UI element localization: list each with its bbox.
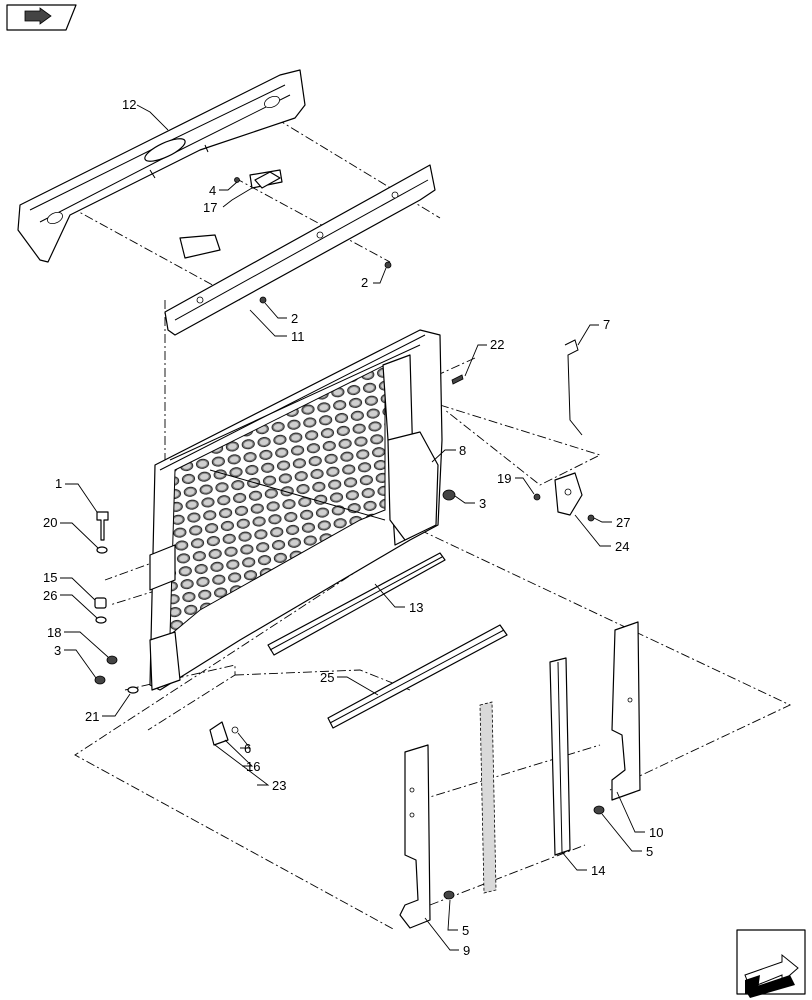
callout-6: 6 [244,741,251,756]
leader-lines [60,104,645,951]
washer-20 [96,546,108,554]
seal-strip-13 [267,552,446,656]
callout-9: 9 [463,943,470,958]
vertical-seal-rubber [479,701,497,894]
bracket-17 [254,171,281,189]
callout-21: 21 [85,709,99,724]
screw-22 [451,374,464,385]
side-panel-10 [611,621,641,801]
latch-24 [554,472,583,516]
seal-strip-25 [327,624,508,729]
latch-rod-7 [564,339,583,436]
nut-19 [533,493,541,501]
callout-13: 13 [409,600,423,615]
callout-20: 20 [43,515,57,530]
callout-4: 4 [209,183,216,198]
bracket-16 [209,721,229,746]
screw-2-upper [384,261,392,269]
bolt-18 [106,655,118,665]
side-panel-9 [399,744,431,929]
callout-18: 18 [47,625,61,640]
side-plate-8 [387,431,439,541]
nut-5-right [593,805,605,815]
bolt-3-lower [94,675,106,685]
bushing-15 [94,597,107,609]
washer-26 [95,616,107,624]
callout-17: 17 [203,200,217,215]
callout-labels: 12 4 17 2 2 11 7 22 8 3 19 27 24 1 20 15… [43,97,663,958]
clip-4 [234,177,240,183]
callout-2-lower: 2 [291,311,298,326]
callout-5-left: 5 [462,923,469,938]
callout-12: 12 [122,97,136,112]
callout-8: 8 [459,443,466,458]
callout-24: 24 [615,539,629,554]
bolt-3-upper [442,489,456,501]
nut-5-left [443,890,455,900]
callout-26: 26 [43,588,57,603]
clip-6 [231,726,239,734]
callout-25: 25 [320,670,334,685]
callout-23: 23 [272,778,286,793]
callout-15: 15 [43,570,57,585]
top-cowl [17,69,306,263]
callout-16: 16 [246,759,260,774]
washer-21 [127,686,139,694]
callout-22: 22 [490,337,504,352]
nut-27 [587,514,595,522]
next-page-arrow-icon[interactable] [736,929,806,998]
callout-2-upper: 2 [361,275,368,290]
callout-3-upper: 3 [479,496,486,511]
callout-10: 10 [649,825,663,840]
callout-1: 1 [55,476,62,491]
callout-5-right: 5 [646,844,653,859]
callout-7: 7 [603,317,610,332]
callout-27: 27 [616,515,630,530]
callout-14: 14 [591,863,605,878]
vertical-seal-long [549,657,571,856]
bolt-1 [96,511,109,541]
callout-3-lower: 3 [54,643,61,658]
mounting-bracket [164,164,436,336]
screw-2-lower [259,296,267,304]
book-arrow-icon[interactable] [6,4,77,31]
callout-11: 11 [291,329,305,344]
callout-19: 19 [497,471,511,486]
